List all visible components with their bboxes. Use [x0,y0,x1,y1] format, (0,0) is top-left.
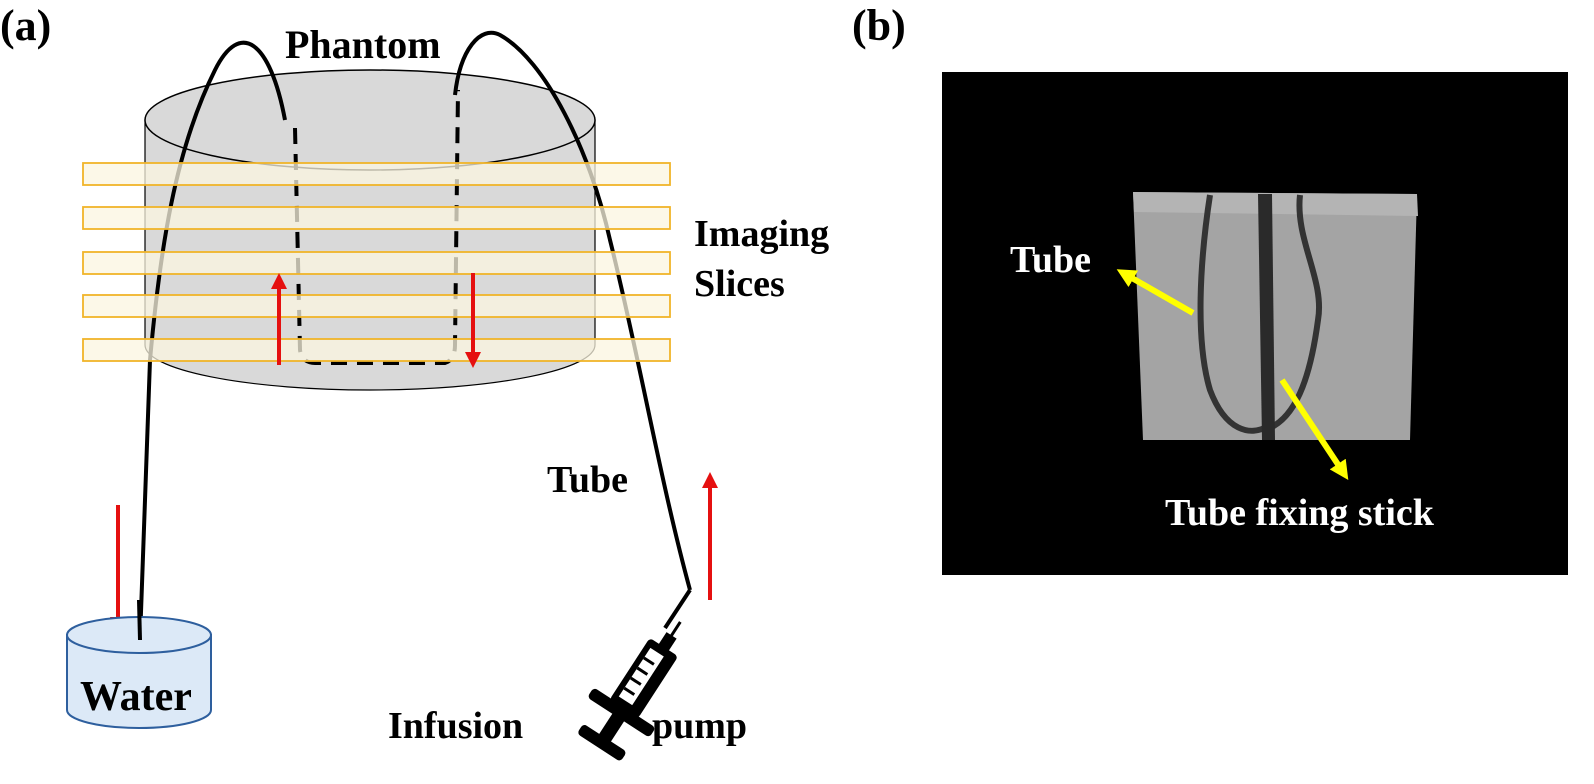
water-container [66,599,212,729]
water-label: Water [80,674,192,720]
imaging-slice [82,338,671,362]
panel-b-label: (b) [852,1,906,50]
panel-b: (b) Tube Tube fixing stick [852,1,1568,575]
panel-a-label: (a) [0,1,51,50]
yellow-pointer-arrow [1279,378,1349,481]
tube-label: Tube [547,459,628,501]
imaging-slices-label-line1: Imaging [694,213,829,255]
pump-label: pump [652,705,747,747]
mri-tube-label: Tube [1010,239,1091,281]
tube-fixing-stick-label: Tube fixing stick [1165,492,1435,534]
imaging-slice [82,206,671,230]
panel-a: (a) [0,1,829,761]
flow-arrows [110,273,718,633]
imaging-slice [82,251,671,275]
syringe-icon [578,621,682,761]
mri-phantom-section [1133,192,1418,440]
phantom-label: Phantom [285,22,441,67]
imaging-slices [82,162,671,362]
imaging-slice [82,162,671,186]
phantom-top [144,69,596,171]
imaging-slice [82,294,671,318]
yellow-pointer-arrow [1116,269,1195,316]
infusion-label: Infusion [388,705,523,747]
imaging-slices-label-line2: Slices [694,263,785,305]
